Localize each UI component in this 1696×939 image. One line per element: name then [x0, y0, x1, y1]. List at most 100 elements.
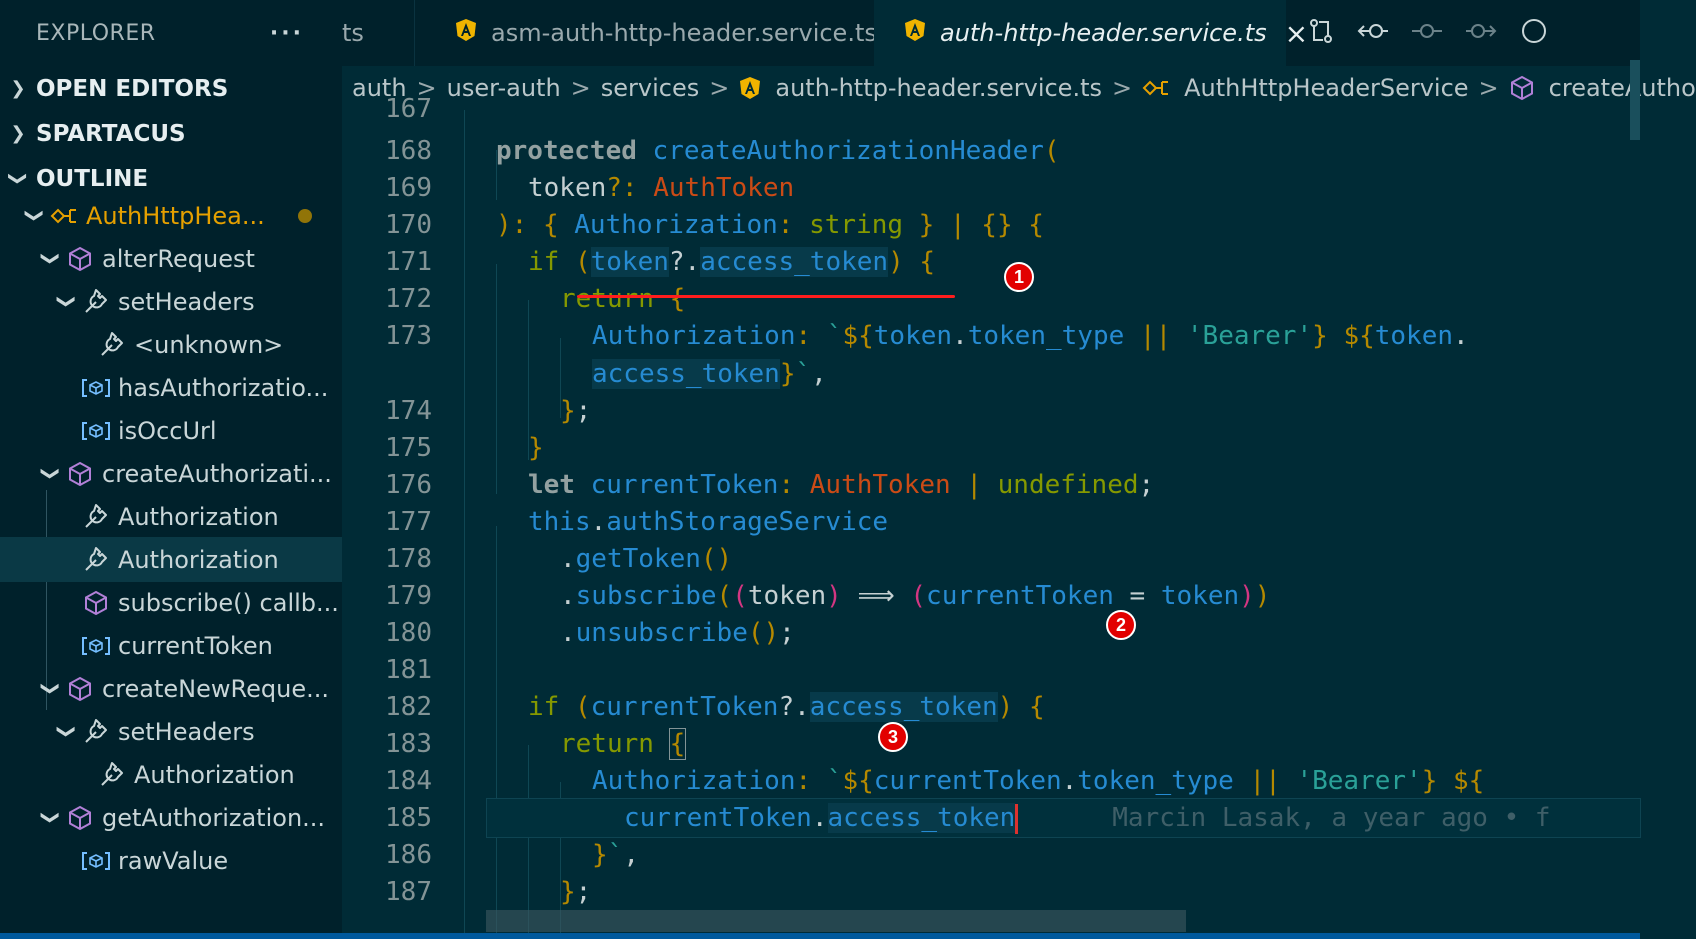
- variable-icon: [80, 849, 112, 873]
- breadcrumb-separator-icon: >: [416, 74, 437, 102]
- method-icon: [64, 461, 96, 487]
- outline-item-label: alterRequest: [102, 244, 255, 273]
- indent-guide: [496, 526, 497, 936]
- line-number: 183: [385, 729, 432, 759]
- next-change-icon[interactable]: [1464, 16, 1498, 50]
- code-text: Authorization: `${token.token_type || 'B…: [592, 321, 1469, 351]
- outline-item-label: <unknown>: [134, 330, 284, 359]
- commit-icon[interactable]: [1410, 16, 1444, 50]
- tab-label: auth-http-header.service.ts: [940, 19, 1267, 47]
- breadcrumb-item[interactable]: AuthHttpHeaderService>: [1142, 74, 1509, 102]
- code-line-177: 177 this.authStorageService: [342, 503, 1640, 541]
- breadcrumb-item[interactable]: auth >: [352, 74, 447, 102]
- tab-asm-auth-http-header[interactable]: asm-auth-http-header.service.ts: [414, 0, 877, 66]
- breadcrumb-item[interactable]: createAutho: [1509, 74, 1696, 102]
- close-tab-button[interactable]: ×: [1284, 16, 1309, 50]
- chevron-down-icon[interactable]: ❯: [40, 465, 62, 482]
- chevron-down-icon[interactable]: ❯: [56, 293, 78, 310]
- method-icon: [64, 805, 96, 831]
- angular-icon: [455, 18, 477, 48]
- code-text: return {: [560, 728, 687, 760]
- explorer-title: EXPLORER: [36, 20, 156, 46]
- outline-item[interactable]: ❯setHeaders: [0, 279, 342, 324]
- outline-item-label: createAuthorizati...: [102, 459, 332, 488]
- annotation-badge-1: 1: [1004, 262, 1034, 292]
- line-number: 180: [385, 618, 432, 648]
- outline-item-label: setHeaders: [118, 717, 255, 746]
- more-actions-button[interactable]: ···: [269, 20, 304, 46]
- code-line-167: 167: [342, 90, 1640, 128]
- outline-item[interactable]: ❯AuthHttpHea...: [0, 193, 342, 238]
- indent-guide: [560, 338, 561, 418]
- code-text: let currentToken: AuthToken | undefined;: [528, 470, 1155, 500]
- tab-partial[interactable]: ts: [342, 0, 414, 66]
- outline-item[interactable]: ❯createNewReque...: [0, 666, 342, 711]
- code-line-181: 181: [342, 651, 1640, 689]
- tab-auth-http-header[interactable]: auth-http-header.service.ts ×: [874, 0, 1308, 66]
- chevron-down-icon[interactable]: ❯: [40, 680, 62, 697]
- code-text: if (currentToken?.access_token) {: [528, 692, 1045, 722]
- property-icon: [96, 761, 128, 789]
- section-open-editors[interactable]: ❯ OPEN EDITORS: [0, 66, 342, 111]
- line-number: 170: [385, 210, 432, 240]
- outline-item[interactable]: isOccUrl: [0, 408, 342, 453]
- code-text: }`,: [592, 840, 639, 870]
- code-line-170: 170 ): { Authorization: string } | {} {: [342, 206, 1640, 244]
- breadcrumb-item[interactable]: user-auth>: [447, 74, 601, 102]
- indent-guide: [496, 264, 497, 494]
- outline-item-label: getAuthorization...: [102, 803, 326, 832]
- outline-item-label: hasAuthorizatio...: [118, 373, 329, 402]
- breadcrumb-item[interactable]: auth-http-header.service.ts>: [739, 74, 1142, 102]
- outline-item[interactable]: ❯ setHeaders: [0, 709, 342, 754]
- property-icon: [96, 331, 128, 359]
- code-line-187: 187 };: [342, 873, 1640, 911]
- outline-item[interactable]: <unknown>: [0, 322, 342, 367]
- method-icon: [1509, 75, 1535, 101]
- previous-change-icon[interactable]: [1356, 16, 1390, 50]
- chevron-down-icon[interactable]: ❯: [56, 723, 78, 740]
- section-outline[interactable]: ❯ OUTLINE: [0, 156, 342, 201]
- outline-item[interactable]: ❯ createAuthorizati...: [0, 451, 342, 496]
- outline-item[interactable]: Authorization: [0, 752, 342, 797]
- code-line-168: 168 protected createAuthorizationHeader(: [342, 132, 1640, 170]
- code-text: };: [560, 396, 592, 426]
- chevron-right-icon: ❯: [10, 123, 26, 144]
- section-spartacus[interactable]: ❯ SPARTACUS: [0, 111, 342, 156]
- code-line-173-wrap: access_token}`,: [342, 355, 1640, 393]
- line-number: 176: [385, 470, 432, 500]
- chevron-down-icon[interactable]: ❯: [40, 250, 62, 267]
- git-blame-annotation: Marcin Lasak, a year ago • f: [1112, 803, 1551, 833]
- line-number: 168: [385, 136, 432, 166]
- code-line-174: 174 };: [342, 392, 1640, 430]
- compare-changes-icon[interactable]: [1306, 16, 1336, 50]
- code-line-185: 185 currentToken.access_token Marcin Las…: [385, 798, 1641, 838]
- breadcrumb-label: auth: [352, 74, 407, 102]
- chevron-down-icon[interactable]: ❯: [40, 809, 62, 826]
- variable-icon: [80, 419, 112, 443]
- outline-item[interactable]: currentToken: [0, 623, 342, 668]
- breadcrumb: auth > user-auth>services>auth-http-header…: [342, 66, 1696, 110]
- outline-item[interactable]: subscribe() callb...: [0, 580, 342, 625]
- code-line-175: 175 }: [342, 429, 1640, 467]
- outline-item[interactable]: Authorization: [0, 537, 342, 582]
- chevron-right-icon: ❯: [10, 78, 26, 99]
- annotation-badge-2: 2: [1106, 610, 1136, 640]
- indent-guide: [528, 300, 529, 460]
- line-number: 171: [385, 247, 432, 277]
- outline-item[interactable]: Authorization: [0, 494, 342, 539]
- outline-item[interactable]: hasAuthorizatio...: [0, 365, 342, 410]
- outline-item[interactable]: ❯ getAuthorization...: [0, 795, 342, 840]
- chevron-down-icon[interactable]: ❯: [24, 207, 46, 224]
- more-icon[interactable]: [1518, 16, 1546, 50]
- indent-guide: [464, 110, 465, 936]
- horizontal-scrollbar[interactable]: [486, 910, 1186, 932]
- breadcrumb-item[interactable]: services>: [601, 74, 740, 102]
- outline-item[interactable]: ❯ alterRequest: [0, 236, 342, 281]
- breadcrumb-label: user-auth: [446, 74, 561, 102]
- code-editor[interactable]: 167 168 protected createAuthorizationHea…: [342, 94, 1641, 936]
- indent-guide: [528, 745, 529, 936]
- outline-item[interactable]: rawValue: [0, 838, 342, 883]
- code-line-179: 179 .subscribe((token) ⟹ (currentToken =…: [342, 577, 1640, 615]
- variable-icon: [80, 634, 112, 658]
- section-label: OPEN EDITORS: [36, 75, 229, 102]
